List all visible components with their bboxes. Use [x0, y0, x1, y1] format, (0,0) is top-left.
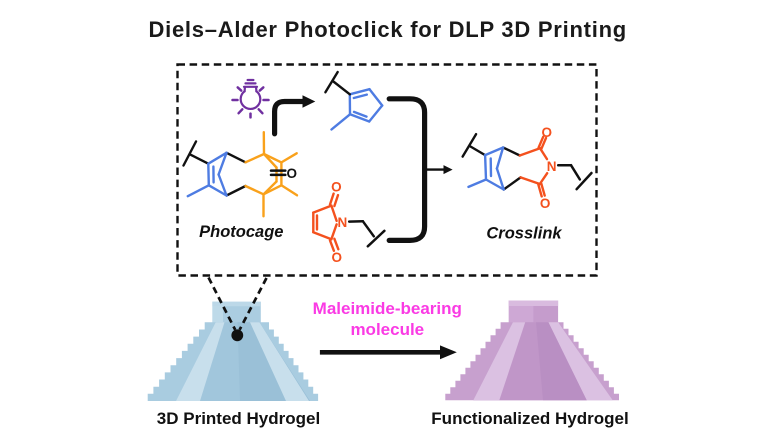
svg-text:Diels–Alder Photoclick for DLP: Diels–Alder Photoclick for DLP 3D Printi…	[148, 17, 627, 42]
svg-text:molecule: molecule	[350, 320, 424, 339]
svg-text:O: O	[542, 125, 553, 140]
svg-text:O: O	[331, 180, 342, 195]
svg-text:Maleimide-bearing: Maleimide-bearing	[313, 299, 462, 318]
svg-text:O: O	[331, 250, 342, 265]
svg-text:O: O	[287, 166, 298, 181]
svg-text:Photocage: Photocage	[199, 223, 283, 241]
svg-text:N: N	[547, 159, 557, 174]
svg-text:O: O	[540, 196, 551, 211]
svg-text:3D Printed Hydrogel: 3D Printed Hydrogel	[157, 409, 320, 428]
svg-text:Functionalized Hydrogel: Functionalized Hydrogel	[431, 409, 628, 428]
svg-text:N: N	[338, 215, 348, 230]
svg-text:Crosslink: Crosslink	[486, 224, 562, 242]
